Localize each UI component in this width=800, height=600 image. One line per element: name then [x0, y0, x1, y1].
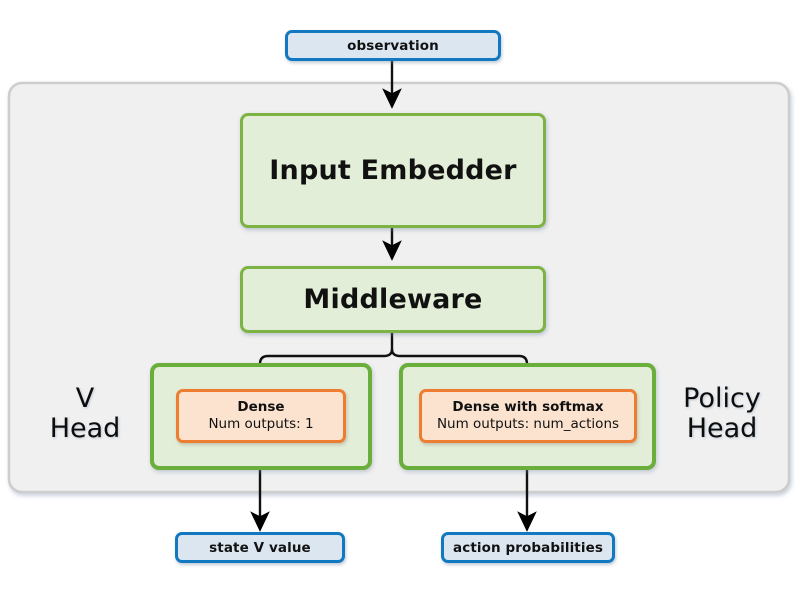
- edge-middleware-to-policy-head: [390, 348, 537, 394]
- node-state-v-value-label: state V value: [209, 539, 311, 556]
- node-v-head-dense-title: Dense: [237, 399, 285, 416]
- label-v-head-line-1: V: [75, 383, 95, 414]
- node-policy-head-dense[interactable]: Dense with softmax Num outputs: num_acti…: [419, 389, 637, 443]
- node-policy-head-dense-title: Dense with softmax: [452, 399, 604, 416]
- node-action-probabilities-label: action probabilities: [453, 539, 603, 556]
- node-action-probabilities[interactable]: action probabilities: [441, 532, 615, 563]
- node-input-embedder[interactable]: Input Embedder: [240, 113, 546, 228]
- node-observation-label: observation: [347, 37, 439, 54]
- node-middleware[interactable]: Middleware: [240, 266, 546, 333]
- edge-middleware-to-v-head: [250, 348, 394, 394]
- node-input-embedder-label: Input Embedder: [269, 155, 517, 186]
- node-observation[interactable]: observation: [285, 30, 501, 61]
- label-v-head: V Head: [30, 383, 140, 445]
- node-state-v-value[interactable]: state V value: [175, 532, 345, 563]
- label-policy-head-line-2: Head: [686, 413, 758, 445]
- node-v-head-dense[interactable]: Dense Num outputs: 1: [176, 389, 346, 443]
- label-policy-head-line-1: Policy: [683, 383, 761, 414]
- node-v-head-dense-subtitle: Num outputs: 1: [208, 416, 314, 432]
- label-v-head-line-2: Head: [49, 413, 121, 445]
- node-policy-head-dense-subtitle: Num outputs: num_actions: [436, 416, 620, 432]
- node-middleware-label: Middleware: [303, 284, 483, 315]
- label-policy-head: Policy Head: [662, 383, 782, 445]
